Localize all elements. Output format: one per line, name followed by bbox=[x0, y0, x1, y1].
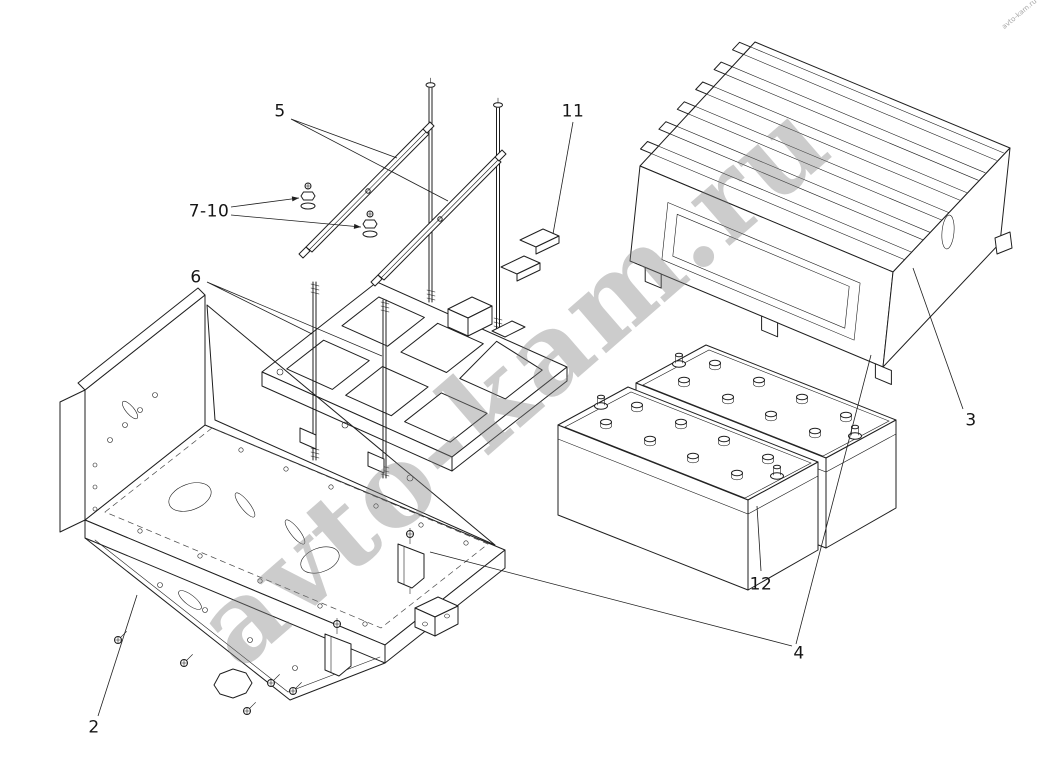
callout-6: 6 bbox=[190, 267, 202, 288]
screw-icon bbox=[243, 702, 256, 715]
hold-down-bar-1 bbox=[298, 121, 435, 259]
clamp-bracket-2 bbox=[324, 618, 352, 678]
callout-2: 2 bbox=[88, 717, 100, 738]
frame-foot-1 bbox=[299, 427, 317, 450]
callout-12: 12 bbox=[749, 574, 773, 595]
callout-4: 4 bbox=[793, 643, 805, 664]
clamp-bracket-1 bbox=[397, 528, 425, 596]
leader-11 bbox=[552, 121, 574, 235]
screw-icon bbox=[267, 674, 280, 687]
bracket-plate-2 bbox=[500, 255, 541, 282]
leader-5 bbox=[290, 118, 449, 202]
leader-6 bbox=[206, 281, 383, 357]
spacer-block bbox=[447, 296, 493, 337]
shim-plate bbox=[491, 320, 526, 338]
frame-foot-2 bbox=[367, 451, 385, 474]
fastener-stack-1 bbox=[300, 182, 316, 210]
leader-2 bbox=[97, 594, 138, 717]
stop-block bbox=[414, 596, 459, 637]
bracket-plate-1 bbox=[519, 228, 560, 255]
hold-down-bar-2 bbox=[370, 149, 507, 287]
tie-rod-2 bbox=[493, 97, 503, 331]
leader-3 bbox=[912, 267, 964, 410]
callout-11: 11 bbox=[561, 101, 585, 122]
leader-7-10 bbox=[230, 197, 362, 228]
gasket-outline bbox=[213, 668, 253, 699]
tie-rod-4 bbox=[380, 299, 390, 479]
screw-icon bbox=[289, 682, 302, 695]
callout-5: 5 bbox=[274, 101, 286, 122]
battery-cover bbox=[629, 41, 1013, 385]
leader-lines bbox=[97, 118, 964, 717]
leader-12 bbox=[756, 505, 762, 572]
battery-front bbox=[557, 386, 819, 591]
callout-7-10: 7-10 bbox=[188, 201, 230, 222]
leader-4 bbox=[429, 354, 872, 647]
callout-3: 3 bbox=[965, 410, 977, 431]
fastener-stack-2 bbox=[362, 210, 378, 238]
battery-carrier bbox=[59, 287, 506, 715]
hold-down-frame bbox=[261, 281, 568, 472]
screw-icon bbox=[180, 654, 193, 667]
